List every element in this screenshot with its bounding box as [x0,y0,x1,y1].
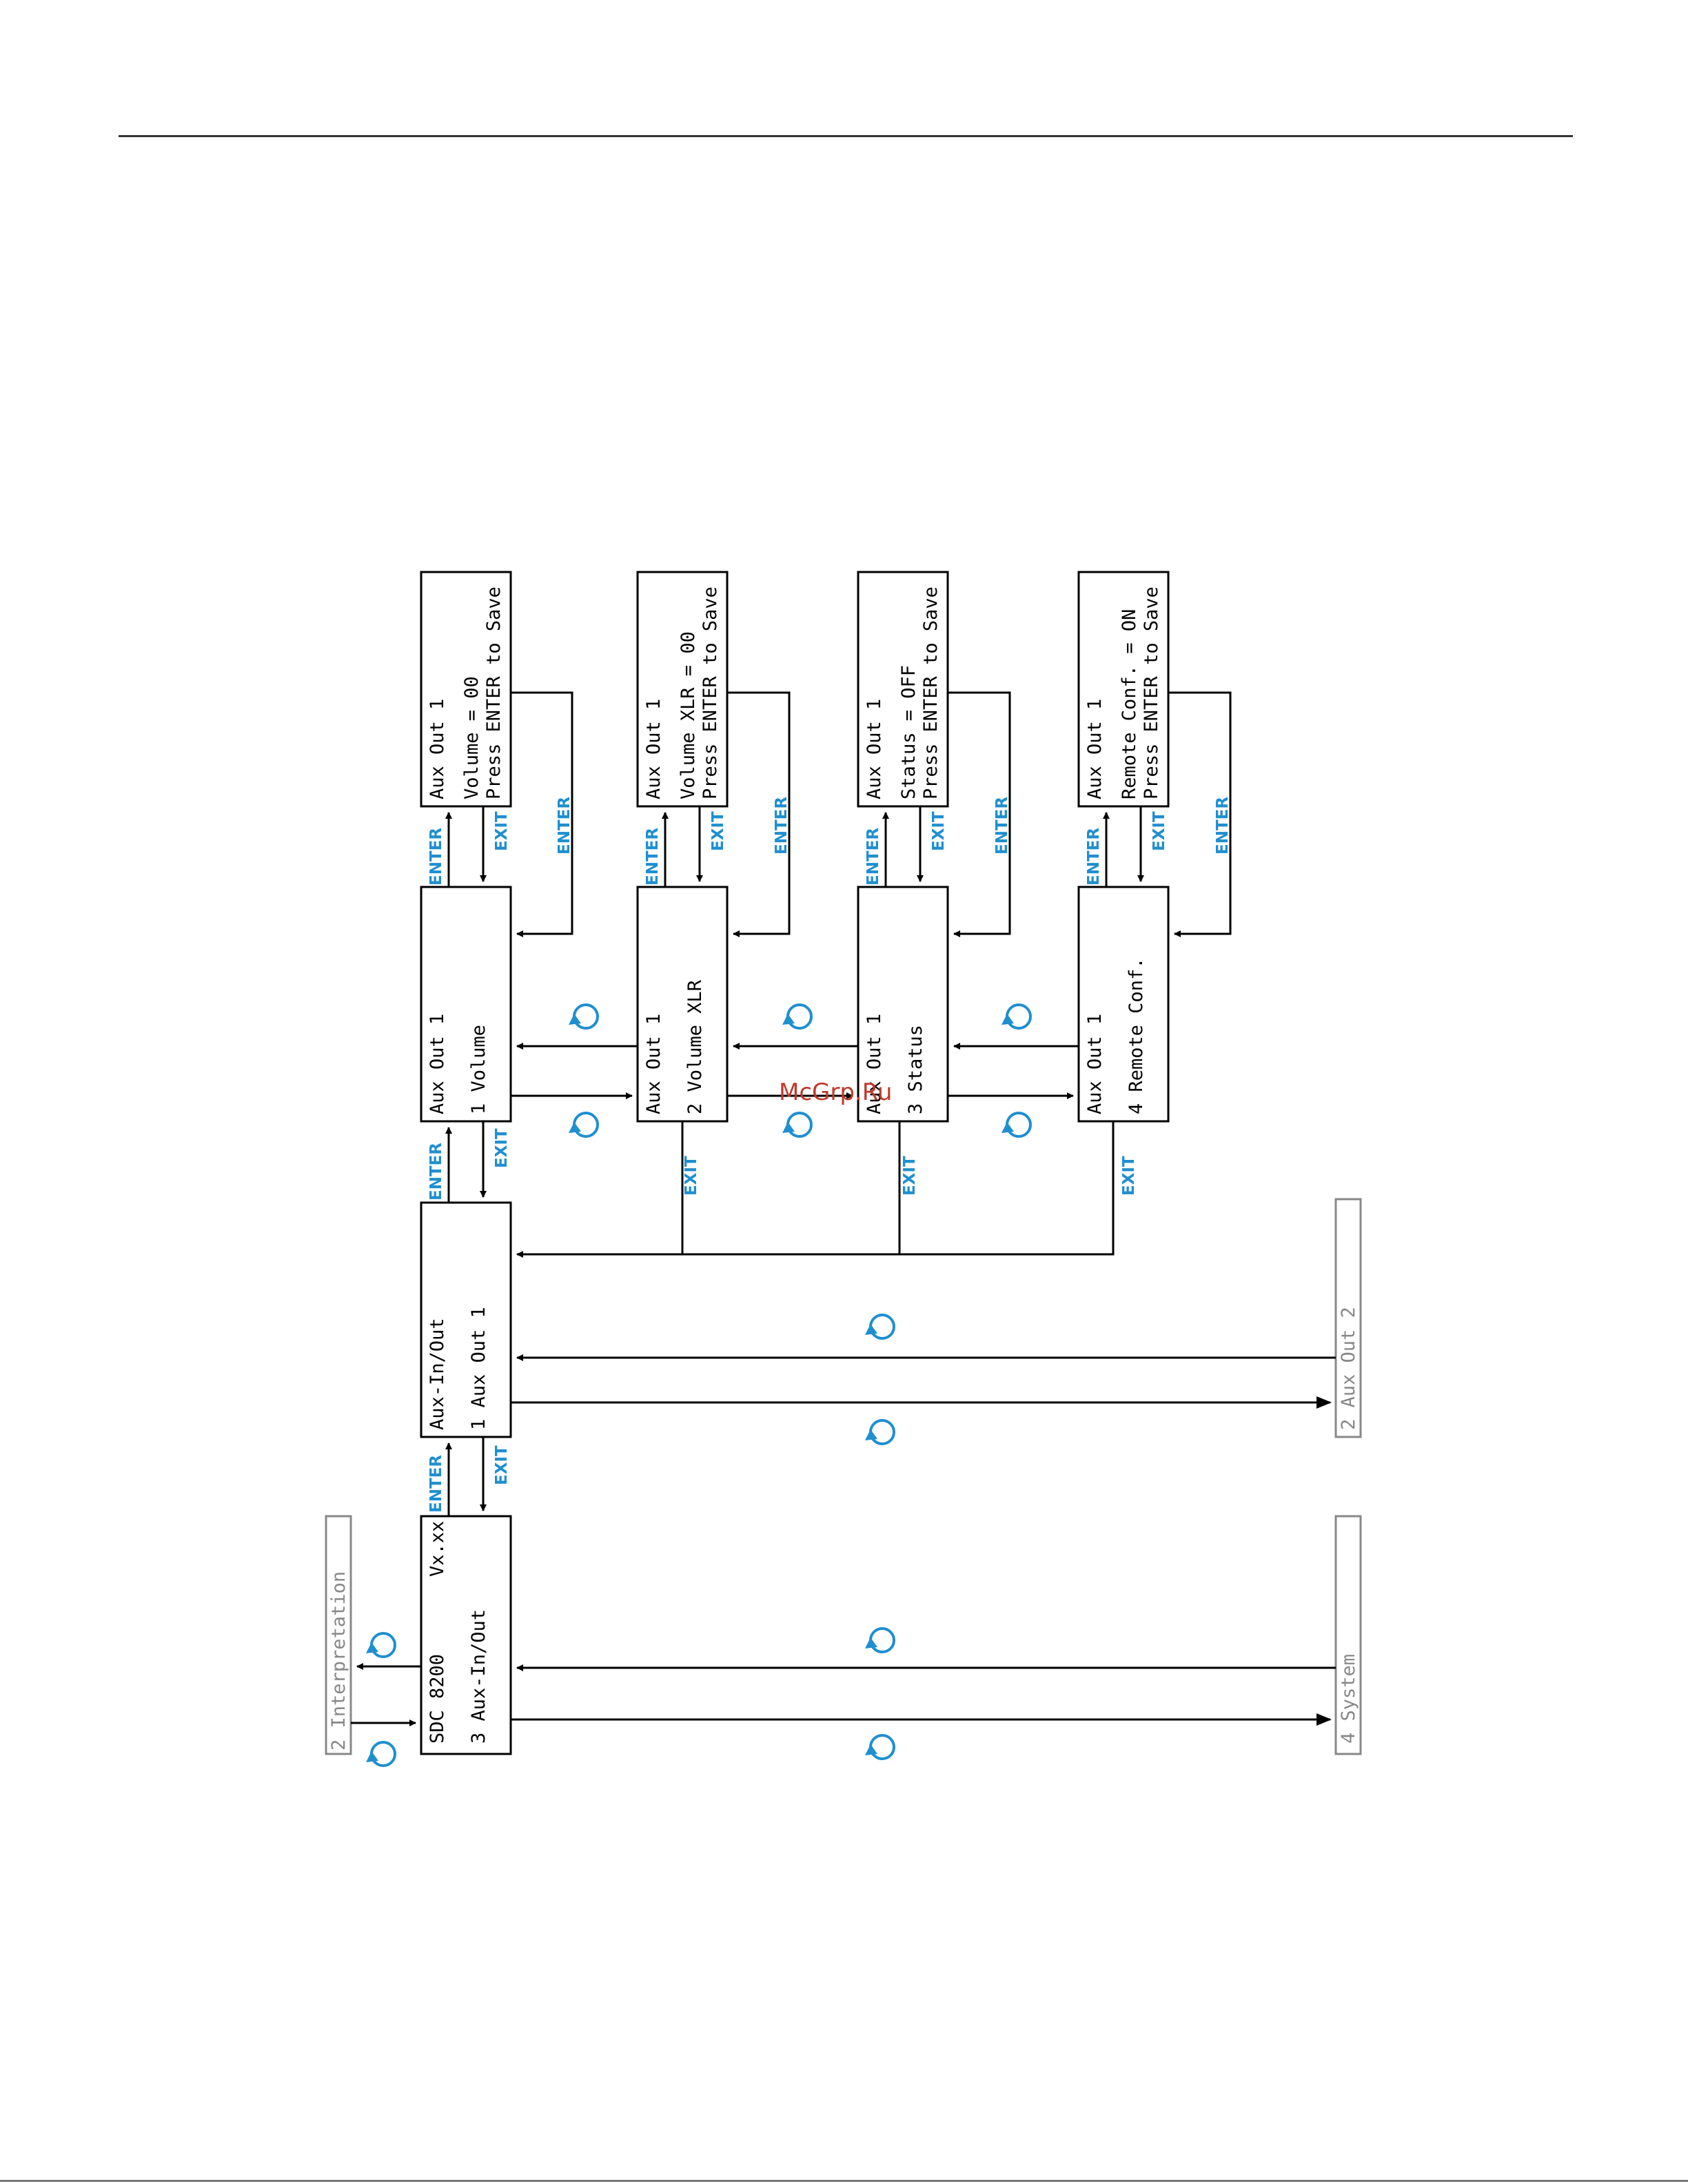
exit-label: EXIT [1150,811,1168,851]
down-icon [864,1419,895,1445]
screen-menu-volume-xlr-line1: Aux Out 1 [643,1014,664,1114]
up-icon [1000,1003,1032,1030]
exit-label: EXIT [493,1445,511,1485]
enter-label: ENTER [556,797,573,855]
screen-menu-remote: Aux Out 1 4 Remote Conf. [1077,886,1170,1123]
screen-menu-remote-line2: 4 Remote Conf. [1126,957,1147,1114]
exit-label: EXIT [901,1156,919,1196]
screen-menu-volume-xlr-line2: 2 Volume XLR [684,979,706,1114]
screen-edit-remote-line1: Aux Out 1 [1084,699,1106,799]
arrow-save-volume-xlr [727,691,791,937]
down-icon [567,1112,599,1138]
enter-label: ENTER [644,828,662,886]
arrow-save-remote [1168,691,1232,937]
exit-bus-to-aux-in-out [516,1121,1115,1258]
screen-main: SDC 8200 Vx.xx 3 Aux-In/Out [420,1515,512,1755]
screen-edit-remote: Aux Out 1 Remote Conf. = ON Press ENTER … [1077,571,1170,808]
screen-edit-volume: Aux Out 1 Volume = 00 Press ENTER to Sav… [420,571,512,808]
screen-edit-volume-line2: Volume = 00 [461,676,482,799]
screen-menu-volume-xlr: Aux Out 1 2 Volume XLR [636,886,729,1123]
footer-rule [0,2180,1688,2182]
enter-label: ENTER [864,828,882,886]
screen-edit-volume-xlr-line3: Press ENTER to Save [700,586,721,799]
screen-aux-in-out-line1: Aux-In/Out [427,1318,448,1430]
watermark: McGrp.Ru [779,1079,892,1106]
screen-edit-status-line1: Aux Out 1 [864,699,885,799]
screen-menu-volume: Aux Out 1 1 Volume [420,886,512,1123]
header-rule [119,135,1573,137]
screen-aux-out-2: 2 Aux Out 2 [1334,1198,1362,1438]
screen-menu-volume-line2: 1 Volume [468,1025,489,1114]
screen-aux-in-out: Aux-In/Out 1 Aux Out 1 [420,1201,512,1438]
down-icon [1000,1112,1032,1138]
arrow-save-volume [511,691,573,937]
exit-label: EXIT [493,811,511,851]
screen-menu-status-line2: 3 Status [905,1025,926,1114]
screen-interpretation: 2 Interpretation [325,1515,352,1755]
screen-edit-volume-xlr-line2: Volume XLR = 00 [678,631,699,799]
enter-label: ENTER [427,828,445,886]
screen-aux-out-2-line1: 2 Aux Out 2 [1338,1307,1359,1430]
enter-label: ENTER [773,797,791,855]
screen-menu-status-line1: Aux Out 1 [864,1014,885,1114]
down-icon [864,1734,895,1760]
up-icon [567,1003,599,1030]
screen-menu-volume-line1: Aux Out 1 [427,1014,448,1114]
screen-edit-volume-xlr-line1: Aux Out 1 [643,699,664,799]
enter-label: ENTER [1085,828,1103,886]
up-icon [864,1627,895,1653]
enter-label: ENTER [1214,797,1232,855]
screen-edit-volume-line3: Press ENTER to Save [483,586,505,799]
screen-edit-remote-line3: Press ENTER to Save [1141,586,1162,799]
enter-label: ENTER [427,1455,445,1513]
exit-label: EXIT [493,1128,511,1168]
up-icon [365,1632,396,1658]
exit-label: EXIT [682,1156,700,1196]
screen-system-line1: 4 System [1338,1654,1359,1744]
arrow-save-status [948,691,1011,937]
enter-label: ENTER [993,797,1011,855]
screen-system: 4 System [1334,1515,1362,1755]
up-icon [864,1314,895,1340]
screen-menu-remote-line1: Aux Out 1 [1084,1014,1106,1114]
screen-main-version: Vx.xx [427,1521,448,1577]
screen-menu-status: Aux Out 1 3 Status [857,886,949,1123]
screen-edit-volume-line1: Aux Out 1 [427,699,448,799]
exit-label: EXIT [1120,1156,1138,1196]
enter-label: ENTER [427,1143,445,1201]
exit-label: EXIT [709,811,727,851]
screen-edit-status-line3: Press ENTER to Save [920,586,942,799]
screen-edit-volume-xlr: Aux Out 1 Volume XLR = 00 Press ENTER to… [636,571,729,808]
screen-interpretation-line1: 2 Interpretation [328,1571,349,1751]
down-icon [781,1112,813,1138]
screen-main-line2: 3 Aux-In/Out [468,1609,489,1744]
up-icon [781,1003,813,1030]
screen-main-line1: SDC 8200 [427,1654,448,1744]
screen-edit-remote-line2: Remote Conf. = ON [1119,609,1140,799]
exit-label: EXIT [930,811,948,851]
screen-edit-status: Aux Out 1 Status = OFF Press ENTER to Sa… [857,571,949,808]
down-icon [365,1741,396,1767]
screen-edit-status-line2: Status = OFF [898,665,919,799]
screen-aux-in-out-line2: 1 Aux Out 1 [468,1307,489,1430]
